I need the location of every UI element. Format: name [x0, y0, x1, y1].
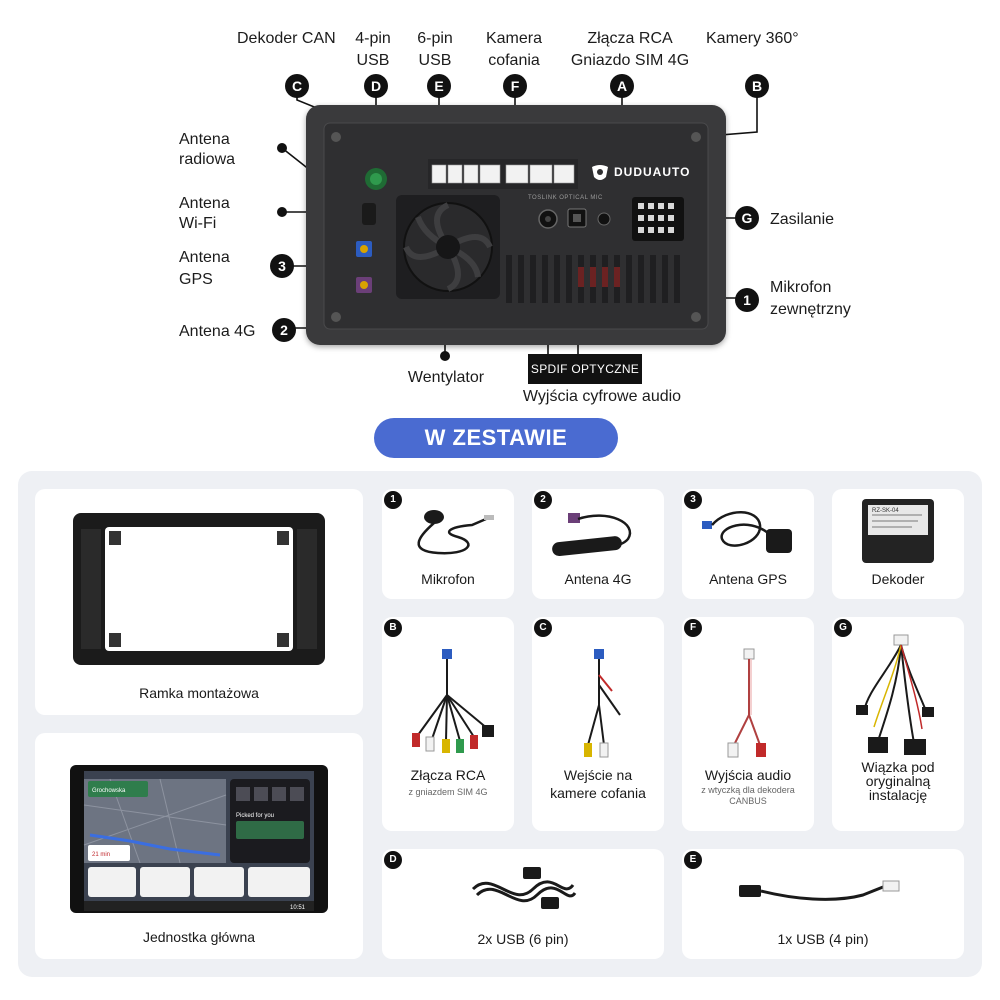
- jednostka-label: Jednostka główna: [142, 929, 256, 945]
- label-zasilanie: Zasilanie: [770, 211, 835, 228]
- label-antena-radiowa-line1: Antena: [179, 131, 230, 148]
- badge-1: 1: [735, 288, 759, 312]
- badge-e: E: [427, 74, 451, 98]
- usb4-label: 1x USB (4 pin): [777, 931, 869, 947]
- gps-label: Antena GPS: [709, 571, 787, 587]
- label-rca-line2: Gniazdo SIM 4G: [570, 52, 690, 69]
- rca-sub: z gniazdem SIM 4G: [408, 787, 488, 797]
- label-rca-line1: Złącza RCA: [587, 30, 673, 47]
- card-kamera: C Wejście na kamere cofania: [532, 617, 664, 831]
- brand-name: DUDUAUTO: [614, 165, 691, 179]
- mikrofon-badge: 1: [384, 491, 402, 509]
- badge-b: B: [745, 74, 769, 98]
- badge-c: C: [285, 74, 309, 98]
- card-audio: F Wyjścia audio z wtyczką dla dekodera C…: [682, 617, 814, 831]
- screen-picked: Picked for you: [236, 813, 274, 819]
- label-kamery-360: Kamery 360°: [706, 30, 799, 47]
- card-usb4: E 1x USB (4 pin): [682, 849, 964, 959]
- rca-label: Złącza RCA: [410, 767, 486, 783]
- usb4-badge: E: [684, 851, 702, 869]
- badge-d: D: [364, 74, 388, 98]
- label-mikrofon-line2: zewnętrzny: [770, 301, 851, 318]
- label-spdif: SPDIF OPTYCZNE: [528, 354, 642, 384]
- wiazka-badge: G: [834, 619, 852, 637]
- label-wyjscia-cyfrowe: Wyjścia cyfrowe audio: [522, 388, 682, 405]
- label-wentylator: Wentylator: [407, 369, 485, 386]
- card-mikrofon: 1 Mikrofon: [382, 489, 514, 599]
- label-mikrofon-line1: Mikrofon: [770, 279, 832, 296]
- rca-badge: B: [384, 619, 402, 637]
- card-ramka: Ramka montażowa: [35, 489, 363, 715]
- usb-cable-icon: [471, 867, 577, 909]
- audio-sub-line2: CANBUS: [729, 796, 767, 806]
- badge-a: A: [610, 74, 634, 98]
- harness-icon: [856, 634, 934, 755]
- kit-banner: W ZESTAWIE: [374, 418, 618, 458]
- mounting-frame-image: [73, 513, 325, 665]
- screen-street: Grochowska: [92, 788, 126, 794]
- audio-badge: F: [684, 619, 702, 637]
- camera-cable-icon: [584, 649, 621, 758]
- kamera-label-line2: kamere cofania: [550, 785, 646, 801]
- usb6-badge: D: [384, 851, 402, 869]
- card-usb6: D 2x USB (6 pin): [382, 849, 664, 959]
- antena4g-badge: 2: [534, 491, 552, 509]
- head-unit-back-panel: DUDUAUTO TOSLINK OPTICAL MIC: [306, 105, 726, 345]
- usb-4pin-cable-icon: [739, 880, 900, 901]
- wiazka-label-line1: Wiązka pod: [861, 759, 935, 775]
- label-usb4-line2: USB: [356, 52, 390, 69]
- badge-2: 2: [272, 318, 296, 342]
- kit-panel: Ramka montażowa Grochowska 21 min Picked…: [18, 471, 982, 977]
- card-rca: B Złącza RCA z gniazdem SIM 4G: [382, 617, 514, 831]
- label-antena-4g: Antena 4G: [179, 323, 256, 340]
- antena4g-label: Antena 4G: [564, 571, 632, 587]
- brand-mark-icon: [592, 165, 608, 180]
- badge-f: F: [503, 74, 527, 98]
- gps-antenna-icon: [702, 511, 792, 553]
- label-dekoder-can: Dekoder CAN: [237, 30, 336, 47]
- label-antena-wifi-line2: Wi-Fi: [179, 215, 217, 232]
- label-kamera-line2: cofania: [488, 52, 540, 69]
- screen-eta: 21 min: [92, 852, 110, 858]
- label-antena-gps-line2: GPS: [179, 271, 213, 288]
- label-usb6-line2: USB: [418, 52, 452, 69]
- kamera-badge: C: [534, 619, 552, 637]
- label-usb6-line1: 6-pin: [417, 30, 453, 47]
- card-antena4g: 2 Antena 4G: [532, 489, 664, 599]
- label-antena-wifi-line1: Antena: [179, 195, 230, 212]
- wiazka-label-line3: instalację: [868, 787, 928, 803]
- badge-3: 3: [270, 254, 294, 278]
- mikrofon-label: Mikrofon: [421, 571, 475, 587]
- wiazka-label-line2: oryginalną: [865, 773, 931, 789]
- usb6-label: 2x USB (6 pin): [477, 931, 569, 947]
- antenna-4g-icon: [552, 513, 632, 557]
- label-kamera-line1: Kamera: [485, 30, 543, 47]
- card-wiazka: G Wiązka pod oryginalną instalację: [832, 617, 964, 831]
- label-antena-radiowa-line2: radiowa: [179, 151, 236, 168]
- head-unit-screen-image: Grochowska 21 min Picked for you 10:51: [70, 765, 328, 913]
- connector-diagram: DUDUAUTO TOSLINK OPTICAL MIC Dekoder CAN…: [0, 0, 1000, 420]
- audio-label: Wyjścia audio: [704, 767, 792, 783]
- ramka-label: Ramka montażowa: [139, 685, 259, 701]
- gps-badge: 3: [684, 491, 702, 509]
- screen-time: 10:51: [290, 905, 306, 911]
- unit-port-print: TOSLINK OPTICAL MIC: [528, 195, 603, 201]
- card-jednostka: Grochowska 21 min Picked for you 10:51 J…: [35, 733, 363, 959]
- audio-sub-line1: z wtyczką dla dekodera: [701, 785, 795, 795]
- brand-logo: DUDUAUTO: [590, 161, 690, 185]
- audio-cable-icon: [727, 648, 766, 758]
- decoder-label-text: RZ-SK-04: [872, 508, 899, 514]
- microphone-icon: [417, 510, 494, 555]
- badge-g: G: [735, 206, 759, 230]
- rca-cable-icon: [412, 649, 494, 753]
- label-antena-gps-line1: Antena: [179, 249, 230, 266]
- card-dekoder: RZ-SK-04 Dekoder: [832, 489, 964, 599]
- kamera-label-line1: Wejście na: [563, 767, 633, 783]
- dekoder-label: Dekoder: [871, 571, 925, 587]
- decoder-icon: RZ-SK-04: [862, 499, 934, 563]
- card-gps: 3 Antena GPS: [682, 489, 814, 599]
- label-usb4-line1: 4-pin: [355, 30, 391, 47]
